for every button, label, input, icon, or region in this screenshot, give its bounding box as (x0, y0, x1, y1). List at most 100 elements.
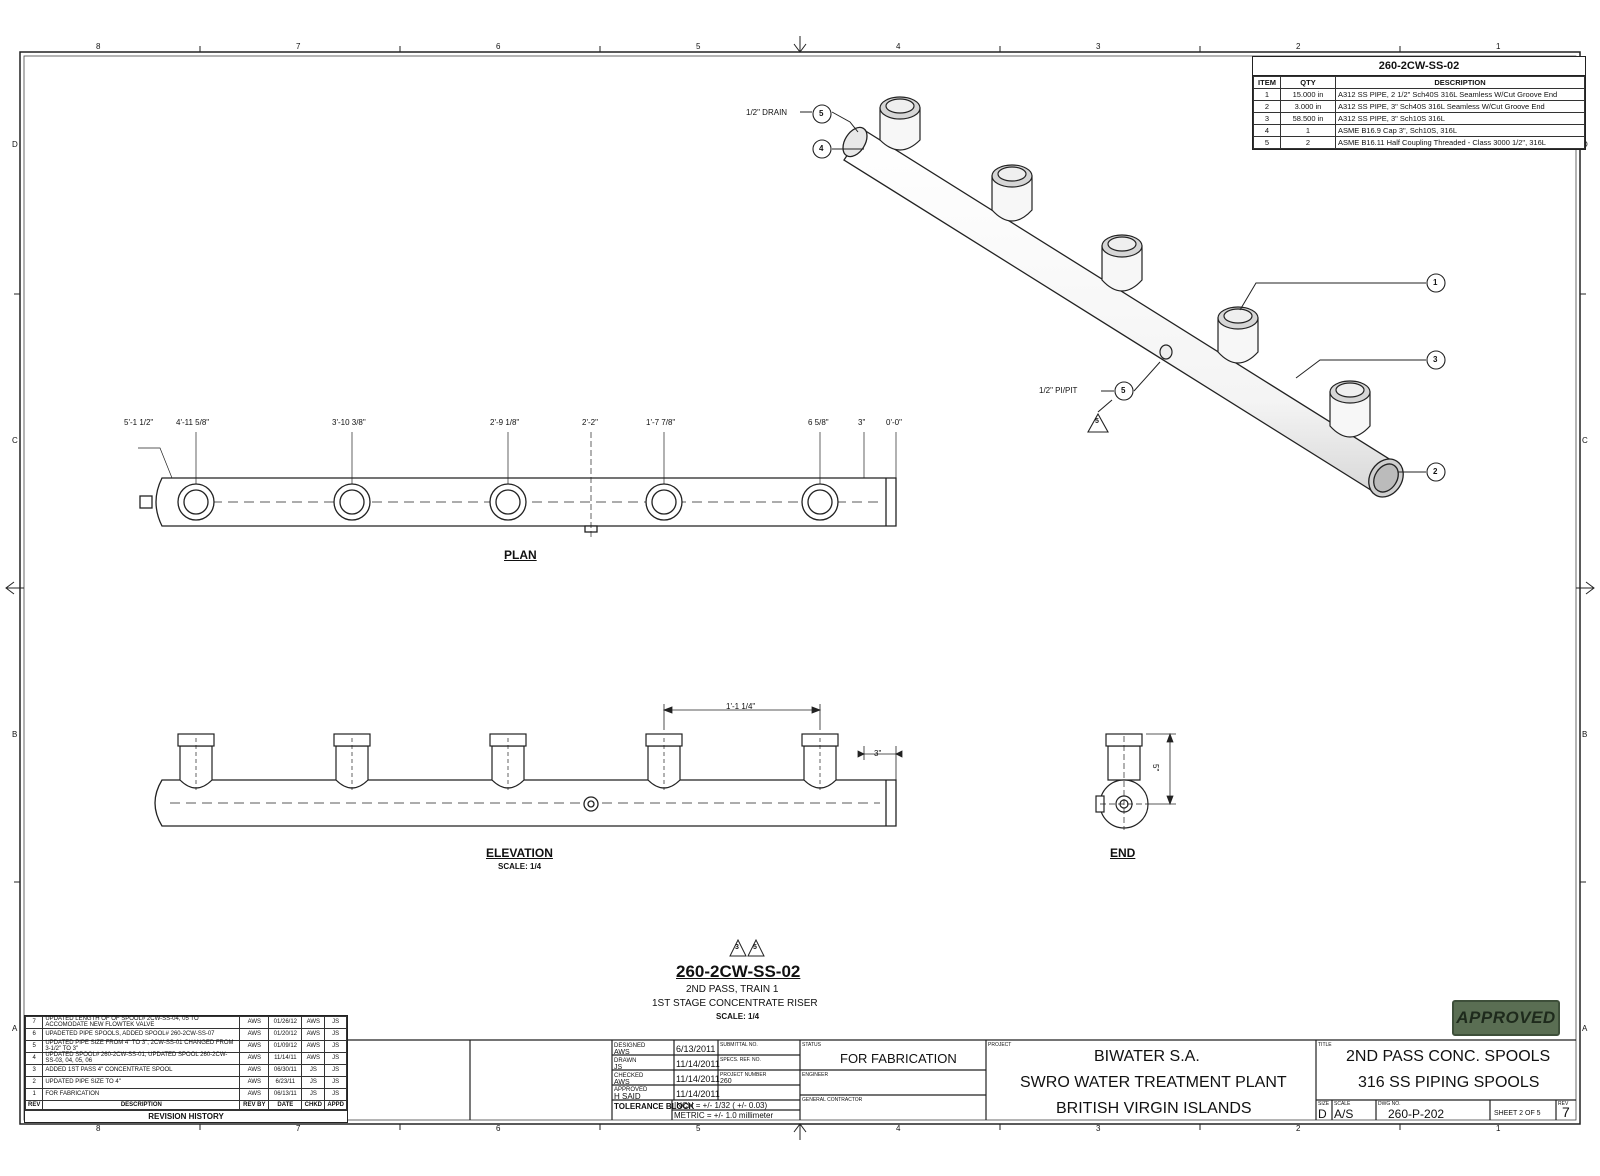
iso-coupling (1159, 344, 1173, 360)
bom-qty: 15.000 in (1280, 88, 1336, 101)
project-line-3: BRITISH VIRGIN ISLANDS (1056, 1100, 1252, 1117)
col-label-2: 2 (1296, 42, 1301, 51)
end-dim-height: 5" (1151, 764, 1160, 772)
bom-header-description: DESCRIPTION (1335, 76, 1585, 89)
bom-item: 4 (1253, 124, 1281, 137)
name-checked: AWS (614, 1079, 630, 1086)
approved-stamp: APPROVED (1452, 1000, 1560, 1036)
rev-by: AWS (239, 1076, 270, 1089)
gc-label: GENERAL CONTRACTOR (802, 1097, 863, 1103)
submittal-label: SUBMITTAL NO. (720, 1042, 758, 1048)
rev-chkd: JS (301, 1088, 326, 1101)
name-drawn: JS (614, 1064, 623, 1071)
drain-label: 1/2" DRAIN (746, 108, 788, 117)
rev-appd: JS (324, 1028, 347, 1041)
zone-ticks (14, 46, 1586, 1130)
specs-label: SPECS. REF. NO. (720, 1057, 761, 1063)
balloon-4: 4 (819, 144, 824, 153)
bom-item: 1 (1253, 88, 1281, 101)
rev-date: 11/14/11 (268, 1052, 303, 1065)
plan-dim-4: 2'-9 1/8" (490, 418, 520, 427)
row-label-c: C (12, 436, 18, 445)
rev-number: 2 (24, 1076, 44, 1089)
plan-dim-lines (138, 432, 897, 540)
balloon-5-pt: 5 (1121, 386, 1126, 395)
col-label-4: 4 (896, 42, 901, 51)
rev-description: UPDATED SPOOL# 260-2CW-SS-01, UPDATED SP… (42, 1052, 241, 1065)
tolerance-inch: INCH = +/- 1/32 ( +/- 0.03) (674, 1101, 768, 1110)
iso-branch-5 (1329, 380, 1371, 438)
row-label-b: B (12, 730, 18, 739)
centering-marks (5, 36, 1595, 1140)
bom-item: 2 (1253, 100, 1281, 113)
role-approved: APPROVED (614, 1087, 648, 1093)
spool-line-2: 1ST STAGE CONCENTRATE RISER (652, 998, 818, 1009)
rev-header-chkd: CHKD (301, 1100, 326, 1110)
bom-item: 5 (1253, 136, 1281, 149)
rev-number: 3 (24, 1064, 44, 1077)
rev-description: UPADETED PIPE SPOOLS, ADDED SPOOL# 260-2… (42, 1028, 241, 1041)
elevation-title: ELEVATION (486, 846, 553, 860)
rev-number: 7 (24, 1016, 44, 1029)
elevation-branches (177, 733, 839, 790)
iso-branch-1 (879, 96, 921, 151)
rev-chkd: JS (301, 1076, 326, 1089)
rev-header-by: REV BY (239, 1100, 270, 1110)
dwg-label: DWG NO. (1378, 1101, 1401, 1107)
date-designed: 6/13/2011 (676, 1044, 716, 1054)
engineer-label: ENGINEER (802, 1072, 829, 1078)
bom-qty: 58.500 in (1280, 112, 1336, 125)
col-label-7-bottom: 7 (296, 1124, 301, 1133)
dwg-number: 260-P-202 (1388, 1107, 1445, 1121)
rev-number: 5 (24, 1040, 44, 1053)
project-label: PROJECT (988, 1042, 1012, 1048)
role-drawn: DRAWN (614, 1058, 637, 1064)
rev-chkd: AWS (301, 1016, 326, 1029)
rev-appd: JS (324, 1052, 347, 1065)
plan-dim-7: 6 5/8" (808, 418, 829, 427)
col-label-6-bottom: 6 (496, 1124, 501, 1133)
sheet-number: SHEET 2 OF 5 (1494, 1110, 1541, 1117)
elevation-dim-spacing: 1'-1 1/4" (726, 702, 756, 711)
spool-line-1: 2ND PASS, TRAIN 1 (686, 984, 779, 995)
plan-view (139, 477, 897, 533)
rev-label: REV (1558, 1101, 1569, 1107)
spool-id: 260-2CW-SS-02 (676, 962, 801, 981)
size-label: SIZE (1318, 1101, 1330, 1107)
col-label-1: 1 (1496, 42, 1501, 51)
col-label-8-bottom: 8 (96, 1124, 101, 1133)
scale-value: A/S (1334, 1107, 1354, 1121)
rev-description: UPDATED PIPE SIZE FROM 4" TO 3", 2CW-SS-… (42, 1040, 241, 1053)
status-label: STATUS (802, 1042, 821, 1048)
rev-date: 06/30/11 (268, 1064, 303, 1077)
col-label-3: 3 (1096, 42, 1101, 51)
balloon-1: 1 (1433, 278, 1438, 287)
rev-date: 01/20/12 (268, 1028, 303, 1041)
col-label-5-bottom: 5 (696, 1124, 701, 1133)
rev-value: 7 (1562, 1104, 1570, 1120)
rev-chkd: AWS (301, 1040, 326, 1053)
balloon-3: 3 (1433, 355, 1438, 364)
tolerance-metric: METRIC = +/- 1.0 millimeter (674, 1111, 774, 1120)
row-label-b-right: B (1582, 730, 1588, 739)
project-line-2: SWRO WATER TREATMENT PLANT (1020, 1074, 1287, 1091)
iso-balloons (812, 104, 1446, 482)
col-label-4-bottom: 4 (896, 1124, 901, 1133)
name-approved: H SAID (614, 1092, 641, 1101)
role-designed: DESIGNED (614, 1043, 646, 1049)
plan-title: PLAN (504, 548, 537, 562)
row-label-c-right: C (1582, 436, 1588, 445)
plan-dim-6: 1'-7 7/8" (646, 418, 676, 427)
row-label-d: D (12, 140, 18, 149)
bom-qty: 2 (1280, 136, 1336, 149)
date-checked: 11/14/2011 (676, 1074, 720, 1084)
iso-branch-3 (1101, 234, 1143, 292)
title-label: TITLE (1318, 1042, 1332, 1048)
col-label-1-bottom: 1 (1496, 1124, 1501, 1133)
